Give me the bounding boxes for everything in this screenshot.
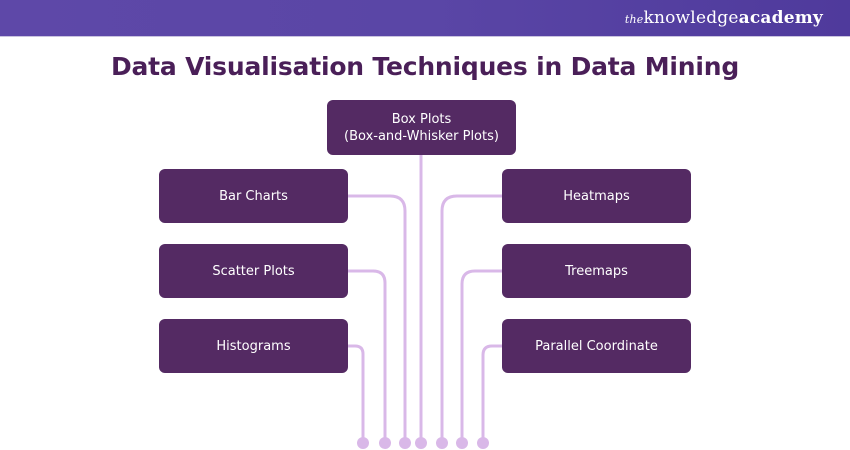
connector-dot (399, 437, 411, 449)
node-box-plots-line2: (Box-and-Whisker Plots) (344, 128, 499, 144)
brand-prefix: the (624, 13, 644, 26)
node-label: Heatmaps (563, 188, 630, 204)
brand-main: knowledge (643, 8, 739, 28)
connector-parallel-coordinate (481, 344, 504, 445)
node-box-plots: Box Plots (Box-and-Whisker Plots) (327, 100, 516, 155)
connector-dot (415, 437, 427, 449)
brand-suffix: academy (738, 8, 823, 28)
connector-dot (436, 437, 448, 449)
connector-dot (379, 437, 391, 449)
node-box-plots-line1: Box Plots (391, 111, 452, 127)
node-label: Parallel Coordinate (535, 338, 658, 354)
node-label: Treemaps (565, 263, 628, 279)
node-heatmaps: Heatmaps (502, 169, 691, 223)
node-parallel-coordinate: Parallel Coordinate (502, 319, 691, 373)
connector-dot (477, 437, 489, 449)
connector-bar-charts (346, 194, 407, 445)
node-bar-charts: Bar Charts (159, 169, 348, 223)
header-divider (0, 36, 850, 37)
header-bar (0, 0, 850, 36)
node-label: Scatter Plots (212, 263, 295, 279)
node-scatter-plots: Scatter Plots (159, 244, 348, 298)
connector-dot (456, 437, 468, 449)
node-label: Histograms (216, 338, 291, 354)
node-treemaps: Treemaps (502, 244, 691, 298)
connector-heatmaps (440, 194, 504, 445)
page-title: Data Visualisation Techniques in Data Mi… (110, 52, 740, 81)
connector-dot (357, 437, 369, 449)
brand-logo[interactable]: theknowledgeacademy (625, 8, 823, 28)
node-histograms: Histograms (159, 319, 348, 373)
connector-scatter-plots (346, 269, 387, 445)
connector-histograms (346, 344, 365, 445)
connector-treemaps (460, 269, 504, 445)
node-label: Bar Charts (219, 188, 288, 204)
